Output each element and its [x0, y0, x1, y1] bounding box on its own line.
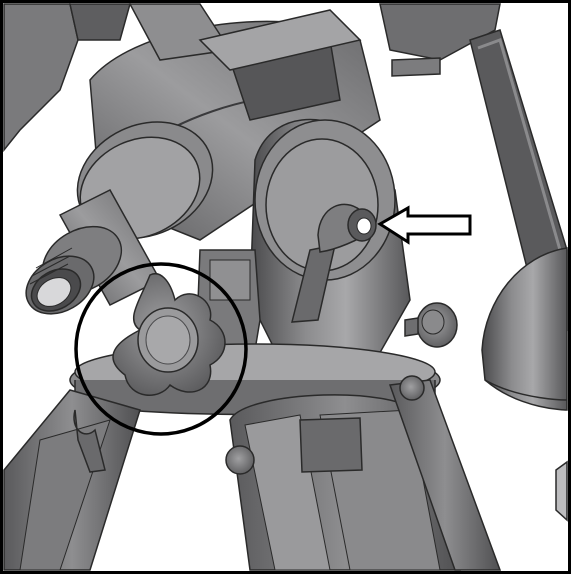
azimuth-adjust-knob: [404, 302, 458, 348]
tripod-leg-left: [3, 389, 141, 571]
latitude-lock-lever: [291, 203, 377, 323]
tripod-leg-right: [388, 375, 502, 571]
counterweight: [481, 247, 568, 522]
azimuth-lock-knob: [112, 273, 226, 396]
main-tube-fragment: [3, 3, 131, 153]
callout-circle: [74, 262, 248, 436]
tripod-leg-center: [225, 394, 461, 571]
callout-arrow: [377, 205, 472, 245]
polar-scope-housing: [25, 121, 214, 315]
